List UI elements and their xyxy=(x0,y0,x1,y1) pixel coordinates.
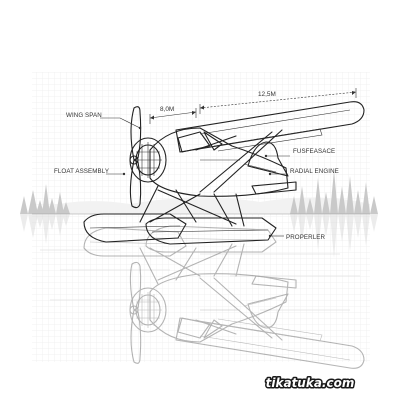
float-assembly-label: FLOAT ASSEMBLY xyxy=(54,168,109,175)
grid-paper xyxy=(32,72,370,362)
callout-radial-engine: RADIAL ENGINE xyxy=(268,168,339,176)
callout-wing-span: WING SPAN xyxy=(66,112,142,130)
callout-fuselage: FUSFEASACE xyxy=(264,148,335,158)
callout-propeller: PROPERLER xyxy=(268,234,325,241)
callout-float-assembly: FLOAT ASSEMBLY xyxy=(54,168,126,176)
hills xyxy=(32,197,370,214)
propeller-label: PROPERLER xyxy=(286,234,325,241)
chord-value: 8,0M xyxy=(160,106,174,113)
fuselage-label: FUSFEASACE xyxy=(293,148,335,155)
watermark-text: tikatuka.com xyxy=(266,376,355,390)
radial-engine-label: RADIAL ENGINE xyxy=(290,168,339,175)
wing-span-label: WING SPAN xyxy=(66,112,102,119)
water-ripples xyxy=(40,249,360,311)
span-value: 12,5M xyxy=(258,91,276,98)
span-dimension: 12,5M xyxy=(199,88,357,114)
chord-dimension: 8,0M xyxy=(149,106,197,124)
